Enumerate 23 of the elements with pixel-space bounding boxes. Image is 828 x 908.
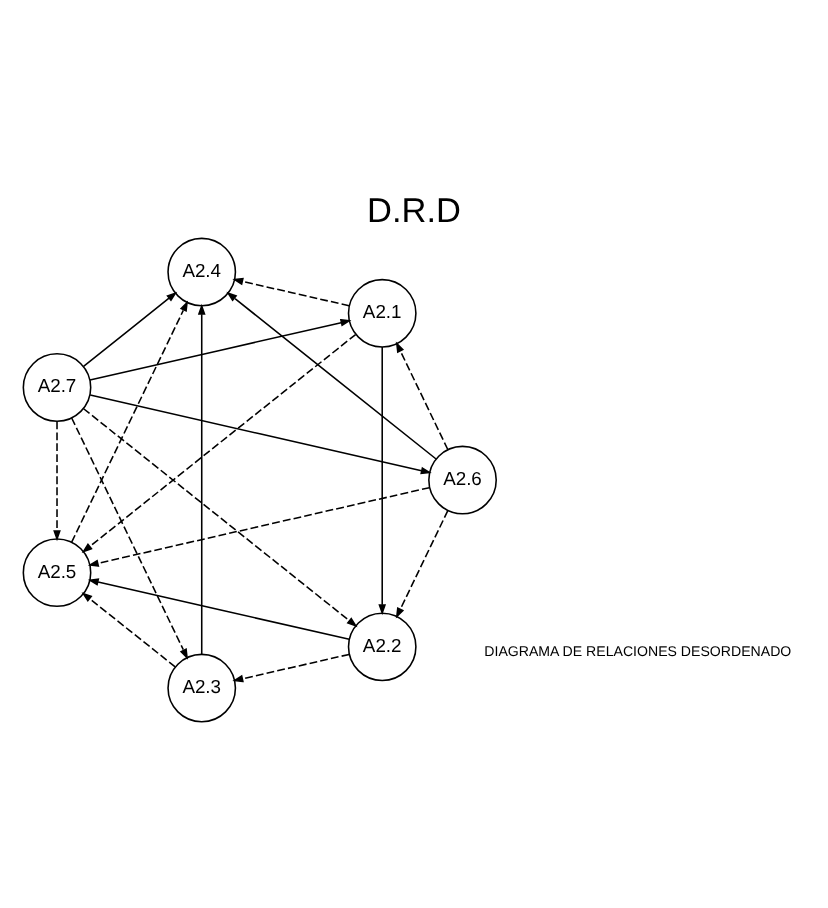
arrow — [197, 302, 206, 654]
diagram-title: D.R.D — [367, 189, 461, 230]
arrow — [82, 290, 178, 367]
arrow — [232, 652, 350, 682]
arrow — [70, 416, 189, 659]
node-circle: A2.6 — [428, 444, 497, 514]
arrow — [87, 577, 351, 640]
node-circle: A2.3 — [167, 652, 237, 722]
node-circle: A2.7 — [22, 352, 92, 421]
arrow — [70, 299, 189, 542]
arrow — [226, 290, 437, 459]
arrow — [378, 345, 387, 615]
arrow — [87, 485, 431, 566]
arrow — [89, 318, 352, 380]
arrow — [89, 393, 432, 474]
arrow — [232, 276, 350, 306]
arrow — [81, 591, 176, 667]
arrow — [395, 508, 449, 618]
node-circle: A2.1 — [347, 277, 417, 347]
arrow — [82, 406, 358, 627]
arrow — [81, 332, 357, 552]
arrow — [53, 419, 61, 541]
arrow — [395, 340, 449, 450]
